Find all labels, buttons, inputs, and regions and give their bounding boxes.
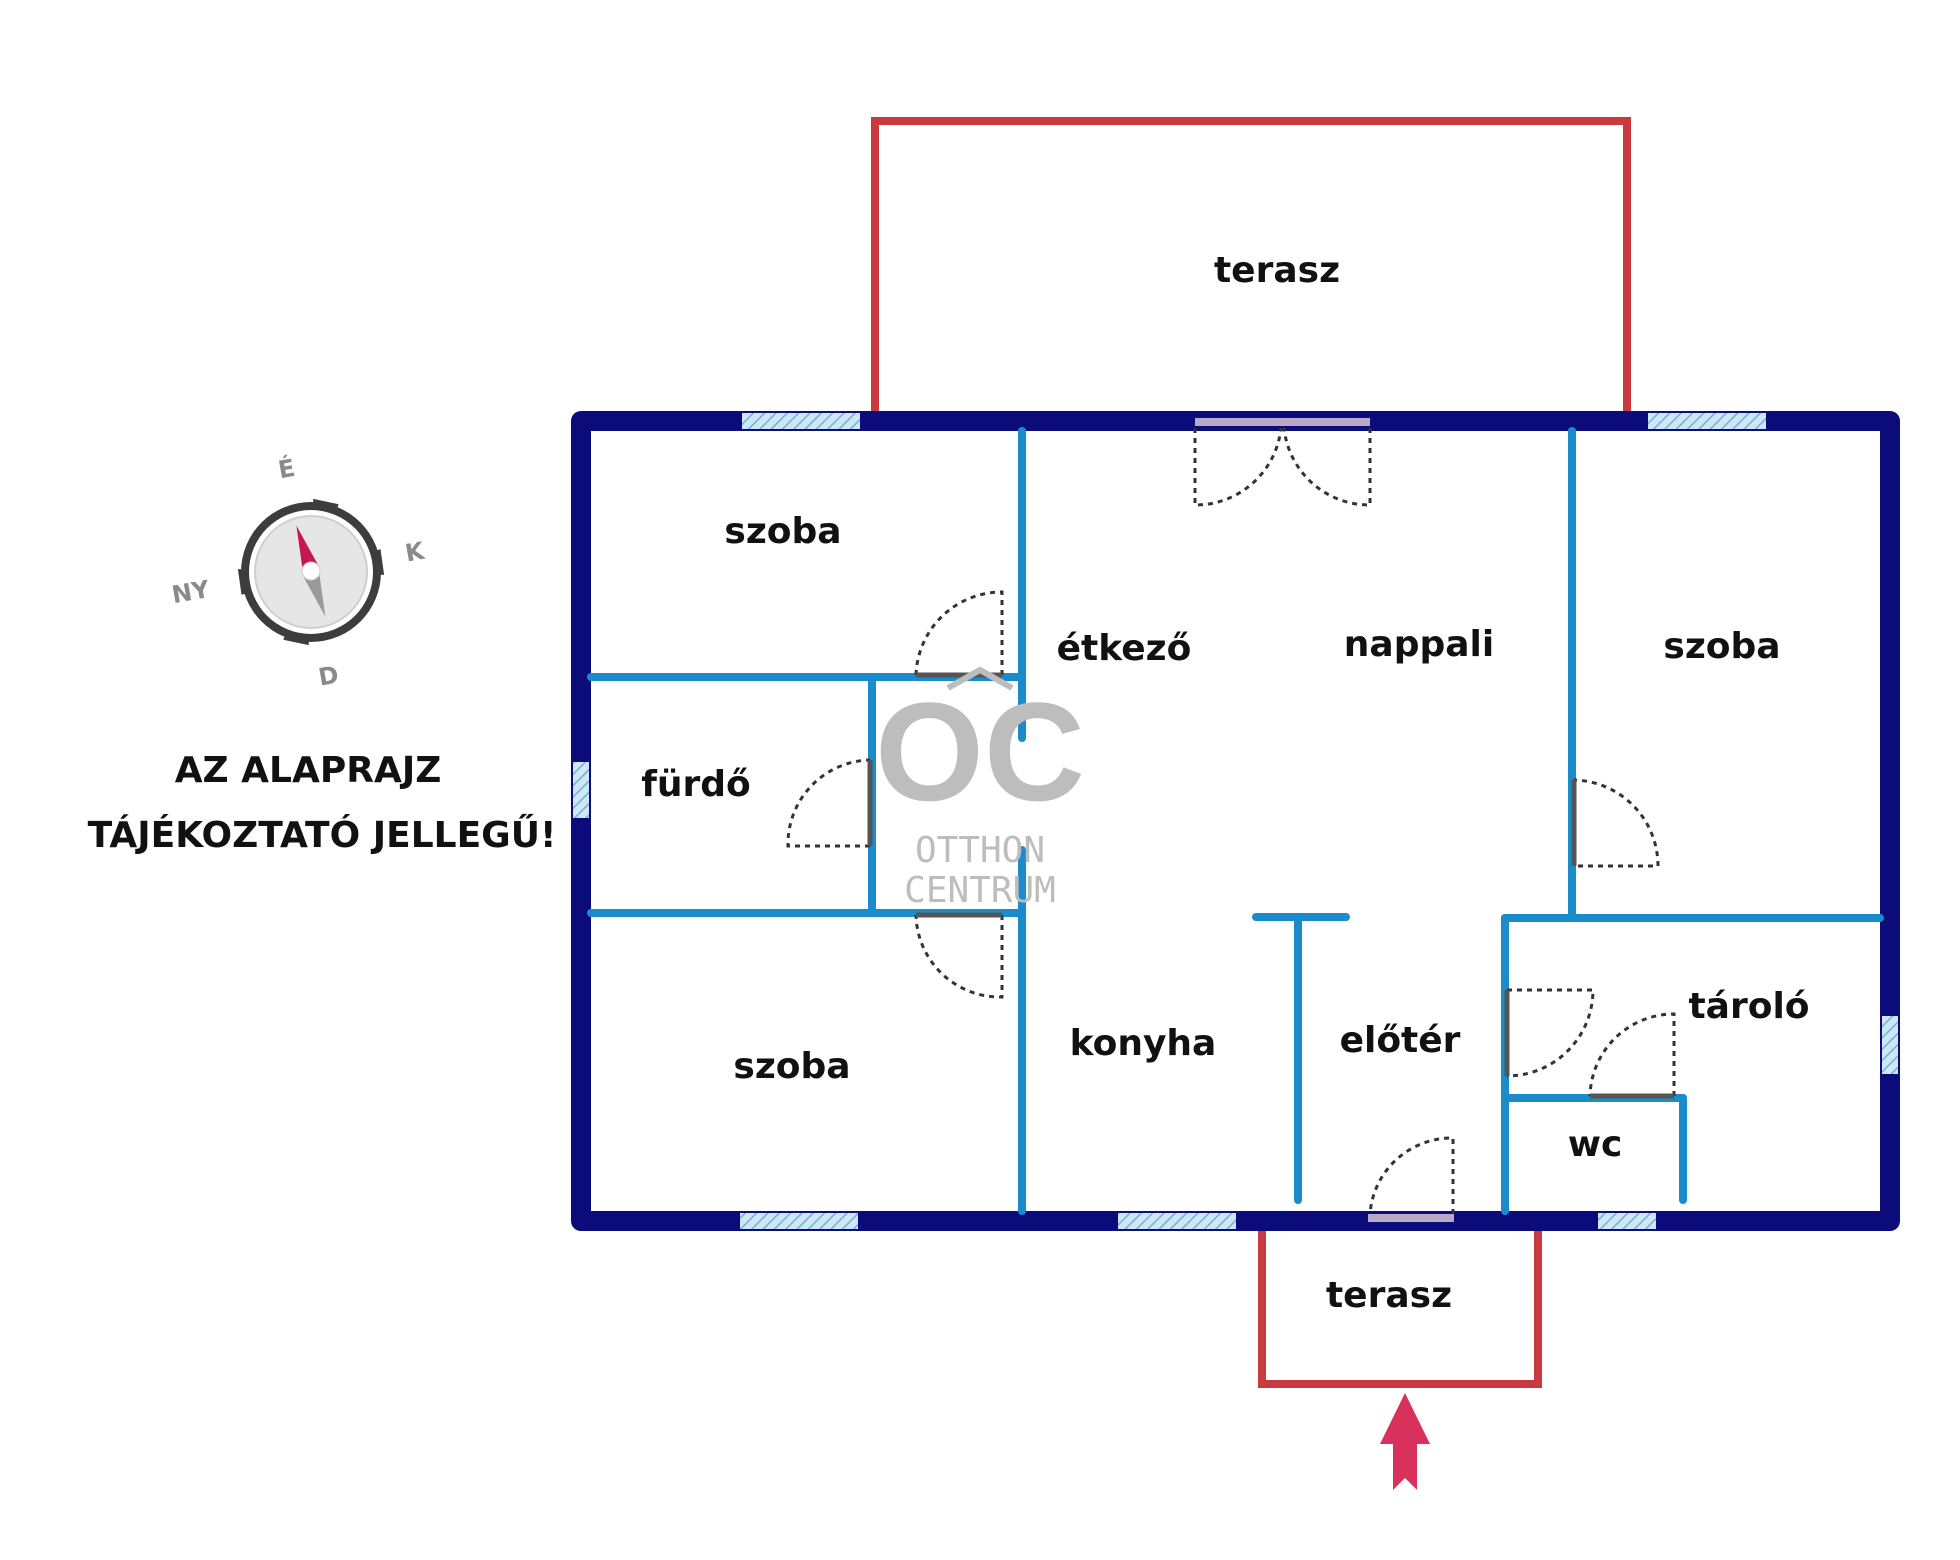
door-storage [1506, 988, 1595, 1078]
label-room-bottom-left: szoba [733, 1046, 850, 1087]
window-bottom-kitchen [1118, 1213, 1236, 1229]
compass-icon: É K D NY [170, 453, 428, 692]
door-frame-bottom [1368, 1214, 1454, 1222]
room-labels: terasz szoba fürdő szoba étkező nappali … [641, 250, 1809, 1316]
windows [573, 413, 1898, 1229]
door-room-bottom-left [914, 914, 1004, 999]
door-top-right [1282, 427, 1372, 507]
otthon-centrum-logo: OC OTTHON CENTRUM [875, 666, 1085, 911]
note-line1: AZ ALAPRAJZ [175, 750, 442, 791]
doors [786, 427, 1676, 1215]
label-kitchen: konyha [1070, 1023, 1217, 1064]
compass-needle-south-icon [303, 574, 326, 617]
door-room-top-left [914, 590, 1004, 676]
label-room-top-left: szoba [724, 511, 841, 552]
window-bottom-wc [1598, 1213, 1656, 1229]
label-dining: étkező [1057, 628, 1192, 669]
logo-line2: CENTRUM [904, 870, 1056, 911]
label-wc: wc [1568, 1124, 1623, 1165]
logo-roof-icon [946, 666, 1014, 691]
logo-mark: OC [875, 673, 1085, 830]
label-terrace-bottom: terasz [1326, 1275, 1452, 1316]
label-room-right: szoba [1663, 626, 1780, 667]
window-right [1882, 1016, 1898, 1074]
door-top-left [1193, 427, 1283, 507]
door-room-right [1572, 778, 1660, 868]
window-bottom-left [740, 1213, 858, 1229]
logo-line1: OTTHON [915, 830, 1045, 871]
label-hall: előtér [1340, 1020, 1461, 1061]
label-bathroom: fürdő [641, 764, 751, 805]
compass-south-letter: D [316, 661, 340, 692]
label-terrace-top: terasz [1214, 250, 1340, 291]
compass-west-letter: NY [170, 575, 212, 609]
window-top-right [1648, 413, 1766, 429]
window-top-left [742, 413, 860, 429]
window-left [573, 762, 589, 818]
note-line2: TÁJÉKOZTATÓ JELLEGŰ! [88, 814, 557, 856]
entrance-arrow-icon [1380, 1393, 1430, 1490]
label-storage: tároló [1688, 986, 1809, 1027]
compass-north-letter: É [276, 453, 297, 484]
door-frame-top [1195, 418, 1370, 426]
door-entrance [1368, 1136, 1455, 1215]
door-wc [1588, 1012, 1676, 1097]
label-living: nappali [1344, 624, 1494, 665]
compass-needle-north-icon [296, 525, 319, 568]
compass-east-letter: K [403, 536, 428, 567]
door-bathroom [786, 758, 871, 848]
